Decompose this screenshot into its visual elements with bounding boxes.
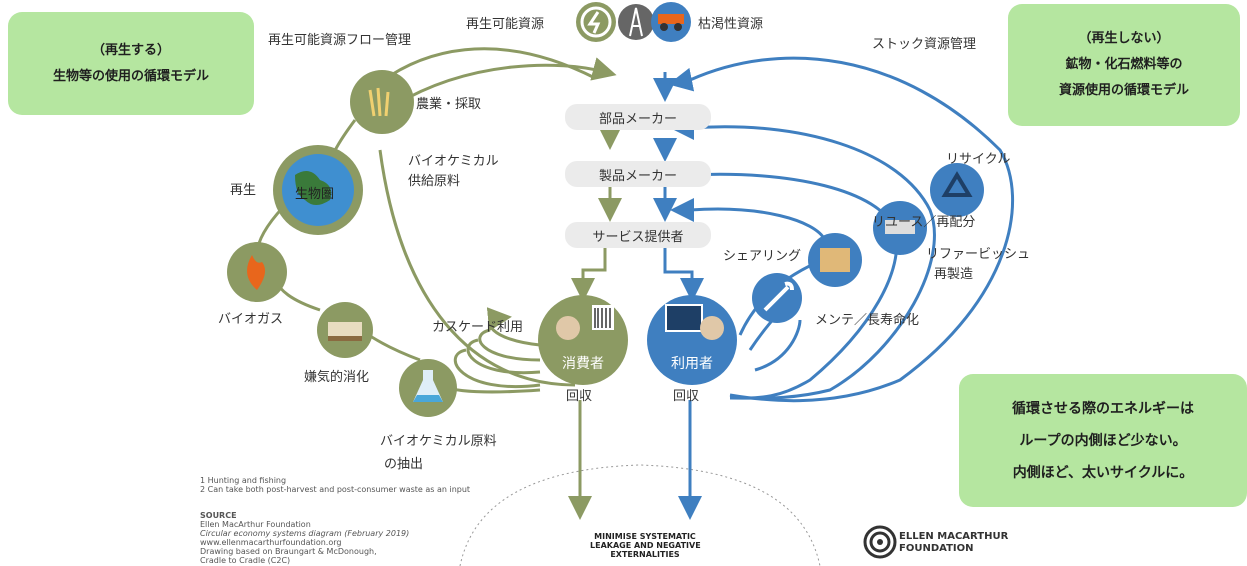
parts-maker: 部品メーカー	[565, 104, 711, 130]
source-line-4: Drawing based on Braungart & McDonough,	[200, 547, 377, 556]
oil-rig-icon	[618, 4, 654, 40]
energy-note-line1: 循環させる際のエネルギーは	[1012, 400, 1194, 417]
refurb-label-1: リファービッシュ	[926, 247, 1031, 262]
renewable-label: 再生可能資源	[466, 17, 545, 32]
farming-icon	[350, 70, 414, 134]
extract-label-2: の抽出	[384, 457, 424, 472]
technical-nodes	[647, 163, 984, 385]
source-line-1: Ellen MacArthur Foundation	[200, 520, 311, 529]
reuse-label: リユース／再配分	[872, 215, 976, 230]
source-title: SOURCE	[200, 511, 237, 520]
bio-box-line1: （再生する）	[91, 42, 170, 58]
bio-cycle-box: （再生する） 生物等の使用の循環モデル	[8, 12, 254, 115]
user-label: 利用者	[671, 356, 713, 372]
maintain-label: メンテ／長寿命化	[815, 313, 920, 328]
cascade-label: カスケード利用	[432, 320, 524, 335]
biological-cycle-arrows	[255, 47, 622, 520]
product-maker: 製品メーカー	[565, 161, 711, 187]
footnote-1: 1 Hunting and fishing	[200, 476, 287, 485]
tech-box-line1: （再生しない）	[1078, 31, 1170, 46]
energy-note-box: 循環させる際のエネルギーは ループの内側ほど少ない。 内側ほど、太いサイクルに。	[959, 374, 1247, 507]
logo-line-1: ELLEN MACARTHUR	[899, 531, 1009, 542]
collect-right-label: 回収	[673, 389, 700, 404]
biochem-feed-label-1: バイオケミカル	[408, 154, 499, 169]
bio-box-line2: 生物等の使用の循環モデル	[52, 68, 209, 84]
refurb-label-2: 再製造	[934, 267, 974, 282]
stock-label: ストック資源管理	[872, 37, 977, 52]
service-provider: サービス提供者	[565, 222, 711, 248]
biological-nodes	[227, 70, 628, 417]
extract-label-1: バイオケミカル原料	[380, 434, 497, 449]
emf-logo	[863, 525, 897, 559]
source-line-2: Circular economy systems diagram (Februa…	[200, 529, 410, 538]
source-line-5: Cradle to Cradle (C2C)	[200, 556, 291, 565]
tech-box-line3: 資源使用の循環モデル	[1058, 83, 1189, 98]
footnote-2: 2 Can take both post-harvest and post-co…	[200, 485, 471, 494]
regen-label: 再生	[230, 183, 257, 198]
leakage-line-2: LEAKAGE AND NEGATIVE	[590, 541, 701, 550]
leakage-line-1: MINIMISE SYSTEMATIC	[594, 532, 696, 541]
farming-label: 農業・採取	[416, 97, 482, 112]
finite-label: 枯渇性資源	[698, 17, 764, 32]
anaerobic-label: 嫌気的消化	[304, 370, 370, 385]
biogas-label: バイオガス	[218, 312, 284, 327]
tech-box-line2: 鉱物・化石燃料等の	[1065, 57, 1183, 72]
consumer-label: 消費者	[562, 356, 604, 372]
tech-cycle-box: （再生しない） 鉱物・化石燃料等の 資源使用の循環モデル	[1008, 4, 1240, 126]
sharing-label: シェアリング	[723, 249, 802, 264]
source-line-3: www.ellenmacarthurfoundation.org	[200, 538, 342, 547]
recycle-label: リサイクル	[946, 152, 1011, 167]
biosphere-label: 生物圏	[295, 187, 335, 202]
renewable-flow-label: 再生可能資源フロー管理	[268, 33, 412, 48]
energy-note-line2: ループの内側ほど少ない。	[1019, 432, 1187, 449]
collect-left-label: 回収	[566, 389, 593, 404]
leakage-line-3: EXTERNALITIES	[610, 550, 680, 559]
biochem-feed-label-2: 供給原料	[408, 174, 461, 189]
recycle-icon	[930, 163, 984, 217]
energy-note-line3: 内側ほど、太いサイクルに。	[1012, 464, 1194, 481]
resource-icons	[576, 2, 691, 42]
logo-line-2: FOUNDATION	[899, 543, 974, 554]
